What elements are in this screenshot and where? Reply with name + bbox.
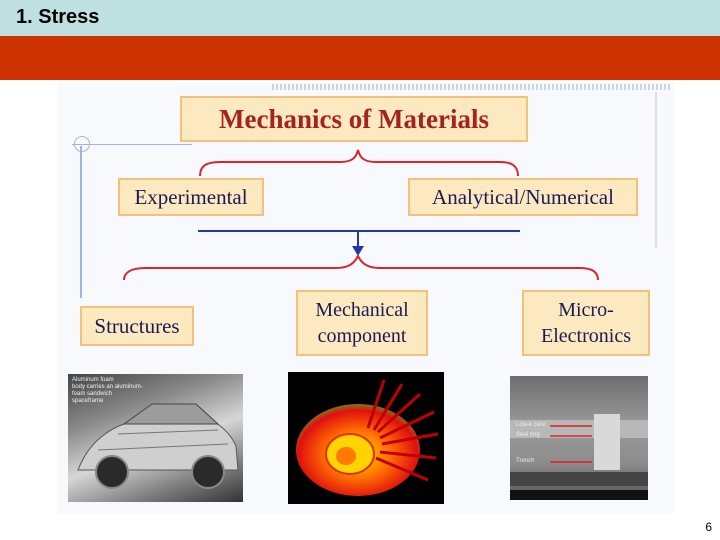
sem-label: Low-k cure	[516, 422, 545, 428]
top-brace	[200, 150, 518, 176]
car-illustration	[68, 374, 243, 502]
page-number: 6	[705, 520, 712, 534]
bottom-brace	[124, 256, 598, 280]
sem-illustration	[510, 376, 648, 500]
root-box: Mechanics of Materials	[180, 96, 528, 142]
microelectronics-sem-image: Low-k cure Seal ring Trench	[510, 376, 648, 500]
sem-label: Seal ring	[516, 432, 540, 438]
structures-box: Structures	[80, 306, 194, 346]
turbine-fea-image	[288, 372, 444, 504]
experimental-box: Experimental	[118, 178, 264, 216]
analytical-numerical-box: Analytical/Numerical	[408, 178, 638, 216]
mechanical-component-box: Mechanical component	[296, 290, 428, 356]
car-frame-image: Aluminum foam body carries an aluminum- …	[68, 374, 243, 502]
microelectronics-box: Micro- Electronics	[522, 290, 650, 356]
sem-label: Trench	[516, 458, 534, 464]
turbine-illustration	[288, 372, 444, 504]
